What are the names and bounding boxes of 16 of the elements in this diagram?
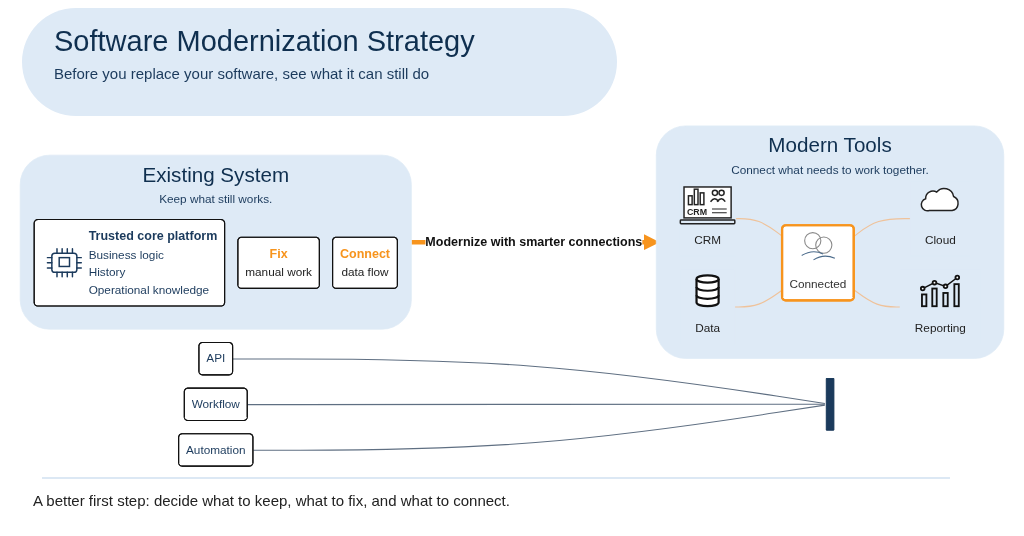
screen-label: CRM <box>686 206 708 217</box>
caption-text: A better first step: decide what to keep, what to fix, and what to connect. <box>33 492 510 509</box>
connector <box>252 404 826 451</box>
connector <box>247 403 826 406</box>
node-text: Data <box>695 321 721 335</box>
connector <box>853 289 901 308</box>
node-text: Reporting <box>914 321 966 335</box>
connector <box>853 218 911 237</box>
node-text: CRM <box>694 233 721 246</box>
subtitle-text: Before you replace your software, see what it can still do <box>54 64 430 82</box>
node-text: Cloud <box>924 233 956 246</box>
edge-label: Modernize with smarter connections <box>425 235 643 249</box>
connector <box>734 289 783 308</box>
diagram-title: Software Modernization Strategy <box>54 24 475 59</box>
connector <box>735 218 783 237</box>
connector <box>232 358 826 405</box>
